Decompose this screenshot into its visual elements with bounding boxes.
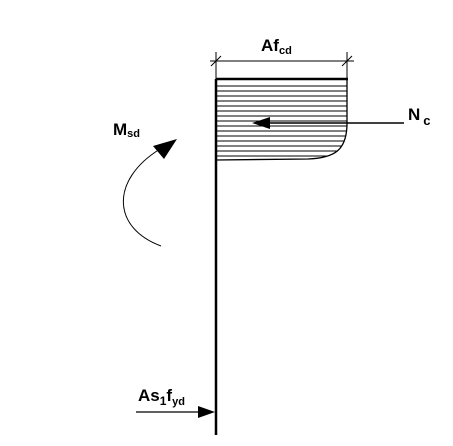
width-dimension xyxy=(210,52,354,80)
block-hatching xyxy=(216,85,347,157)
compression-force-arrow xyxy=(252,117,404,129)
steel-force-arrowhead xyxy=(198,406,215,418)
dimension-tick-right xyxy=(341,55,353,67)
steel-force-arrow xyxy=(136,406,215,418)
block-curved-edge xyxy=(215,79,348,161)
bending-moment-arrowhead xyxy=(153,139,177,159)
compression-stress-block xyxy=(215,77,348,161)
label-width: Afcd xyxy=(261,36,292,57)
label-steel-force: As1fyd xyxy=(138,386,185,408)
dimension-tick-left xyxy=(210,55,222,67)
label-moment: Msd xyxy=(113,120,140,140)
compression-force-arrowhead xyxy=(252,117,270,129)
bending-moment-arrow xyxy=(123,139,177,247)
